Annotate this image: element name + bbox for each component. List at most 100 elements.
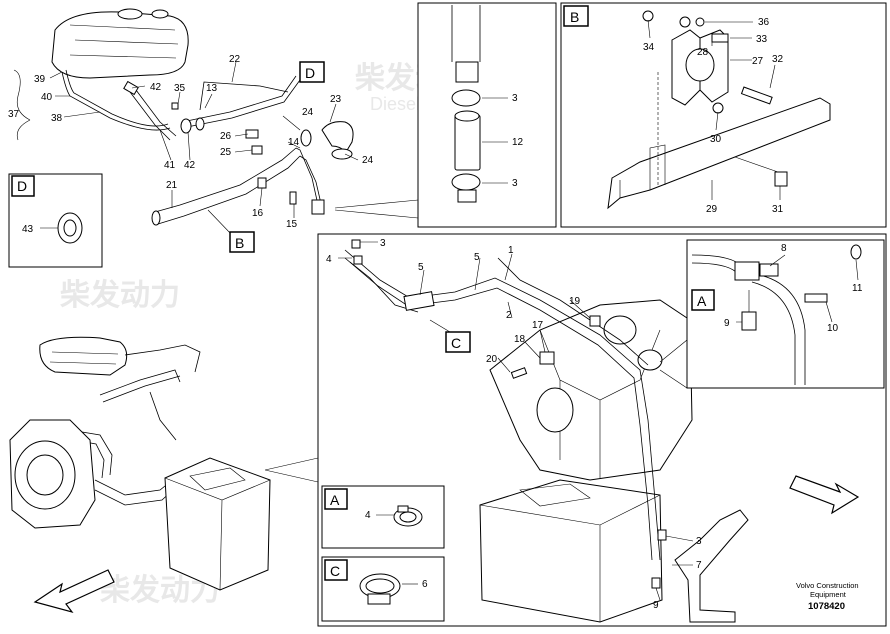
callout-14: 14 — [288, 137, 300, 148]
callout-2: 2 — [506, 310, 512, 321]
callout-37: 37 — [8, 109, 20, 120]
elbow-pipe-7 — [674, 509, 749, 623]
callout-33: 33 — [756, 34, 768, 45]
direction-arrow-right — [789, 475, 860, 515]
clamp-3-lower — [451, 173, 481, 191]
flag-b-label: B — [235, 235, 244, 251]
callout-39: 39 — [34, 74, 46, 85]
clamp-3-upper — [451, 89, 481, 107]
callout-22: 22 — [229, 54, 241, 65]
callout-31: 31 — [772, 204, 784, 215]
callout-5b: 5 — [474, 252, 480, 263]
bolt-32 — [740, 86, 773, 105]
callout-29: 29 — [706, 204, 718, 215]
callout-43: 43 — [22, 224, 34, 235]
callout-8: 8 — [781, 243, 787, 254]
callout-10: 10 — [827, 323, 839, 334]
zoom-pointer — [264, 457, 319, 483]
callout-9-detail: 9 — [724, 318, 730, 329]
connector-part — [311, 199, 325, 215]
footer-line1: Volvo Construction — [796, 581, 859, 590]
callout-35: 35 — [174, 83, 186, 94]
callout-18: 18 — [514, 334, 526, 345]
callout-9-main: 9 — [653, 600, 659, 611]
cap-9 — [741, 311, 757, 331]
callout-24-top: 24 — [302, 107, 314, 118]
callout-34: 34 — [643, 42, 655, 53]
top-left-assembly — [51, 8, 354, 226]
flag-d: D — [299, 61, 325, 83]
leaders-top-left — [13, 61, 359, 218]
footer-line2: Equipment — [810, 590, 847, 599]
callout-42-upper: 42 — [150, 82, 162, 93]
platform-box — [479, 479, 663, 623]
callout-20: 20 — [486, 354, 498, 365]
callout-30: 30 — [710, 134, 722, 145]
detail-a-panel: A 8 11 9 10 — [659, 239, 885, 389]
detail-hose-panel: 3 12 3 — [334, 2, 557, 228]
callout-40: 40 — [41, 92, 53, 103]
clamp-27 — [685, 48, 715, 82]
bolt-31 — [774, 171, 788, 187]
expansion-tank — [51, 11, 189, 79]
watermark-brand-2: 柴发动力 — [60, 279, 180, 312]
callout-17: 17 — [532, 320, 544, 331]
callout-24-bottom: 24 — [362, 155, 374, 166]
clamp-c — [403, 291, 435, 311]
callout-7: 7 — [696, 560, 702, 571]
flag-d-label: D — [305, 65, 315, 81]
legend-a-label: A — [330, 492, 340, 508]
callout-19: 19 — [569, 296, 581, 307]
callout-25: 25 — [220, 147, 232, 158]
bolt-10 — [804, 293, 828, 303]
washer-11 — [850, 244, 862, 260]
callout-28: 28 — [697, 47, 709, 58]
callout-38: 38 — [51, 113, 63, 124]
detail-b-label: B — [570, 9, 579, 25]
callout-27: 27 — [752, 56, 764, 67]
callout-3-lower: 3 — [512, 178, 518, 189]
legend-callout-6: 6 — [422, 579, 428, 590]
legend-a-panel: A 4 — [321, 485, 445, 549]
callout-12: 12 — [512, 137, 524, 148]
callout-16: 16 — [252, 208, 264, 219]
overview-machine — [9, 336, 271, 591]
footer: Volvo Construction Equipment 1078420 — [796, 581, 859, 612]
callout-3-main-top: 3 — [380, 238, 386, 249]
callouts-top-left: 37 39 40 38 41 42 42 35 13 22 23 24 24 2… — [8, 54, 374, 230]
callout-26: 26 — [220, 131, 232, 142]
callout-1: 1 — [508, 245, 514, 256]
detail-a-label: A — [697, 293, 707, 309]
footer-number: 1078420 — [808, 601, 845, 612]
bracket-29 — [607, 97, 831, 210]
hose-12 — [454, 114, 481, 171]
nipple-8 — [734, 261, 760, 281]
detail-d-label: D — [17, 178, 27, 194]
callout-4-main: 4 — [326, 254, 332, 265]
detail-b-panel: B 36 34 28 33 27 32 30 29 31 — [560, 2, 887, 228]
callout-23: 23 — [330, 94, 342, 105]
callout-36: 36 — [758, 17, 770, 28]
callout-3-upper: 3 — [512, 93, 518, 104]
callout-41: 41 — [164, 160, 176, 171]
tank-cap — [117, 8, 143, 20]
callout-3-main-bottom: 3 — [696, 536, 702, 547]
flag-b: B — [207, 209, 255, 253]
direction-arrow-left — [33, 569, 115, 614]
callout-5: 5 — [418, 262, 424, 273]
legend-c-panel: C 6 — [321, 556, 445, 622]
elbow-hose — [321, 121, 354, 153]
callout-32: 32 — [772, 54, 784, 65]
legend-callout-4: 4 — [365, 510, 371, 521]
callout-21: 21 — [166, 180, 178, 191]
flag-c-label: C — [451, 335, 461, 351]
callout-15: 15 — [286, 219, 298, 230]
callout-11: 11 — [852, 283, 863, 294]
legend-c-label: C — [330, 563, 340, 579]
callout-13: 13 — [206, 83, 218, 94]
callout-42-lower: 42 — [184, 160, 196, 171]
box-overview — [164, 457, 271, 591]
detail-d-panel: D 43 — [8, 173, 103, 268]
